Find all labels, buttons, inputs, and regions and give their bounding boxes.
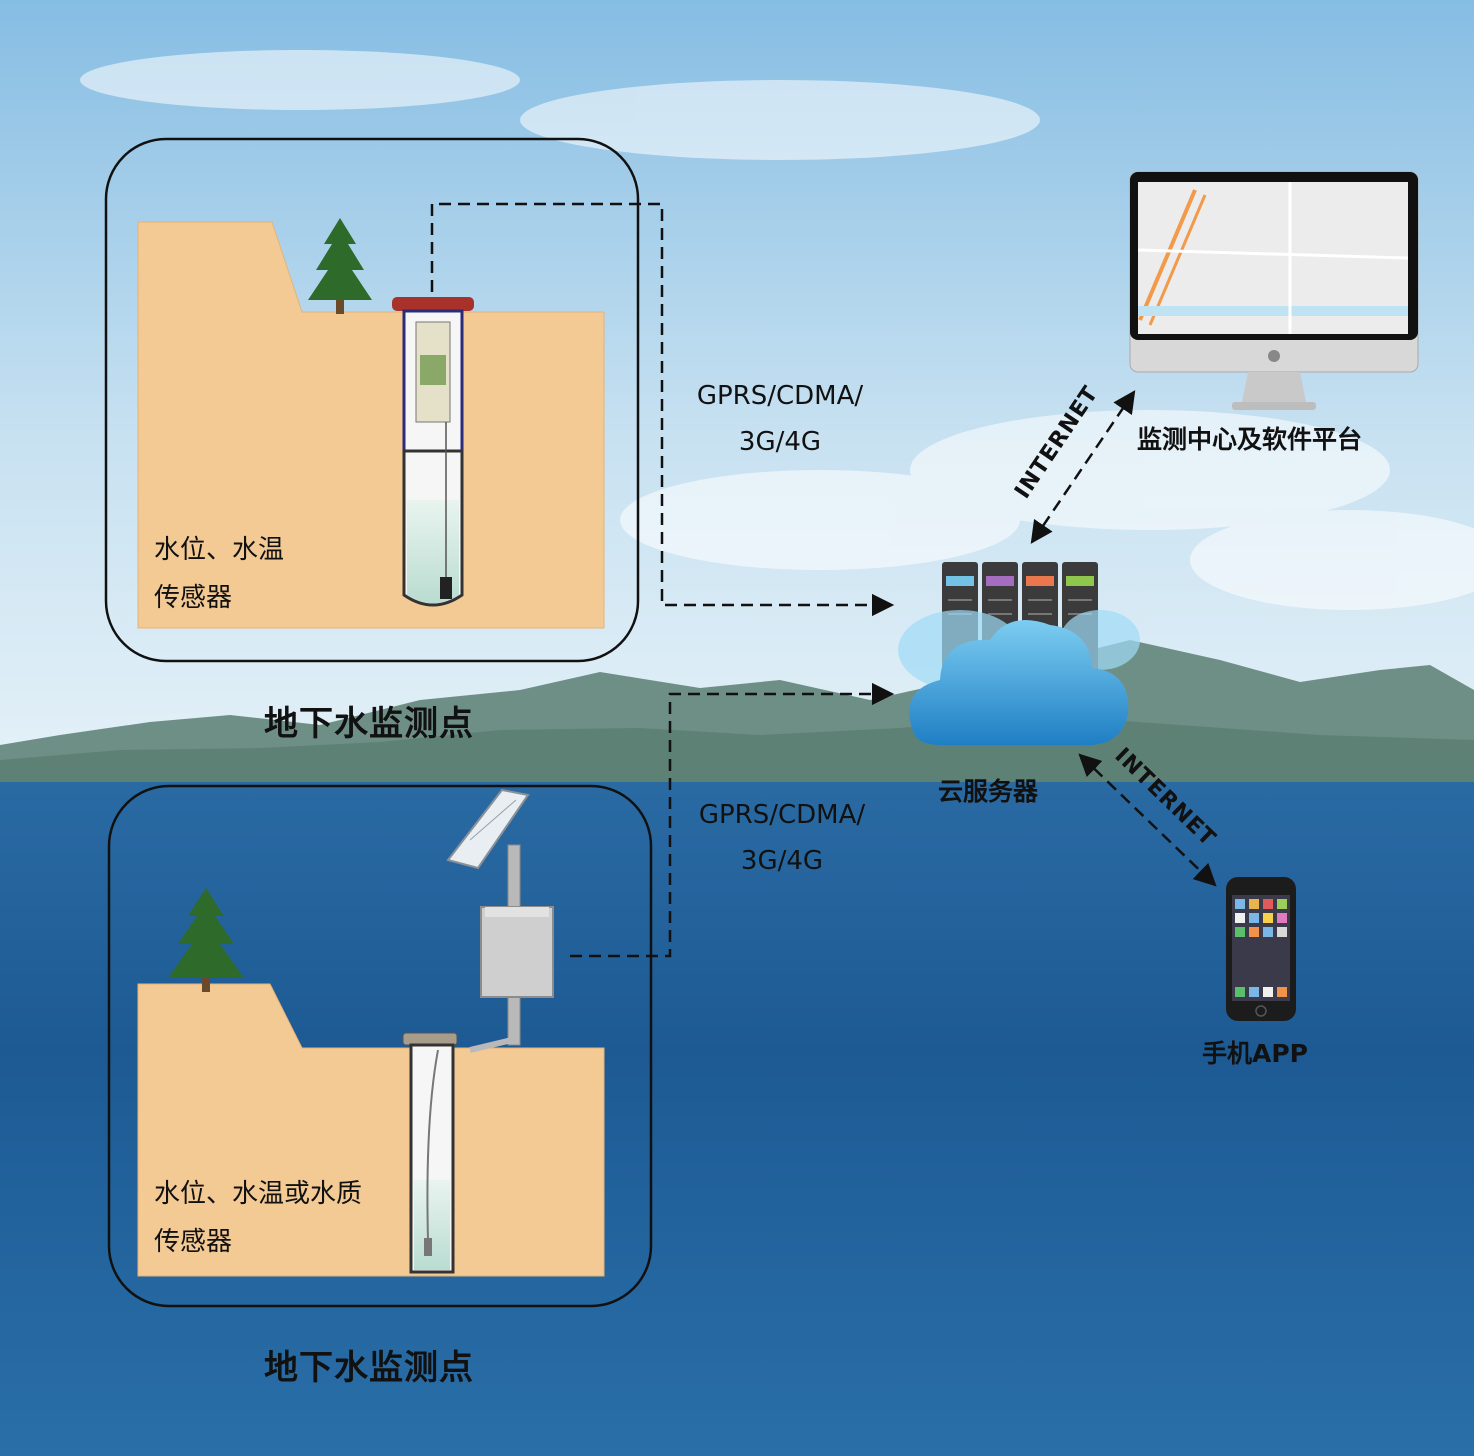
upper-link-line2: 3G/4G bbox=[738, 427, 822, 457]
monitor-icon bbox=[1129, 171, 1419, 410]
phone-icon bbox=[1226, 877, 1296, 1021]
station-2-sensor-label: 水位、水温或水质 传感器 bbox=[154, 1170, 362, 1266]
station-1-sensor-line2: 传感器 bbox=[154, 583, 233, 613]
station-1-frame bbox=[104, 137, 640, 663]
tree-icon bbox=[168, 888, 244, 992]
station-2-sensor-line1: 水位、水温或水质 bbox=[154, 1179, 363, 1209]
lower-link-line1: GPRS/CDMA/ bbox=[698, 800, 866, 830]
well-icon bbox=[392, 297, 474, 607]
lower-link-label: GPRS/CDMA/ 3G/4G bbox=[687, 792, 877, 884]
upper-link-line1: GPRS/CDMA/ bbox=[696, 381, 864, 411]
lower-link-line2: 3G/4G bbox=[740, 846, 824, 876]
upper-link-label: GPRS/CDMA/ 3G/4G bbox=[685, 373, 875, 465]
station-2-sensor-line2: 传感器 bbox=[154, 1227, 233, 1257]
station-1-sensor-label: 水位、水温 传感器 bbox=[154, 526, 284, 622]
tree-icon bbox=[308, 218, 372, 314]
station-1-title: 地下水监测点 bbox=[264, 704, 474, 744]
monitoring-center-label: 监测中心及软件平台 bbox=[1137, 425, 1363, 454]
station-2-frame bbox=[107, 784, 653, 1308]
mobile-app-label: 手机APP bbox=[1202, 1039, 1308, 1068]
station-1-sensor-line1: 水位、水温 bbox=[154, 535, 285, 565]
cloud-server-label: 云服务器 bbox=[938, 777, 1039, 806]
control-box-icon bbox=[480, 906, 554, 998]
station-2-title: 地下水监测点 bbox=[264, 1348, 474, 1388]
solar-panel-icon bbox=[446, 788, 530, 870]
cloud-icon bbox=[898, 610, 1140, 746]
well-icon bbox=[402, 1032, 458, 1274]
